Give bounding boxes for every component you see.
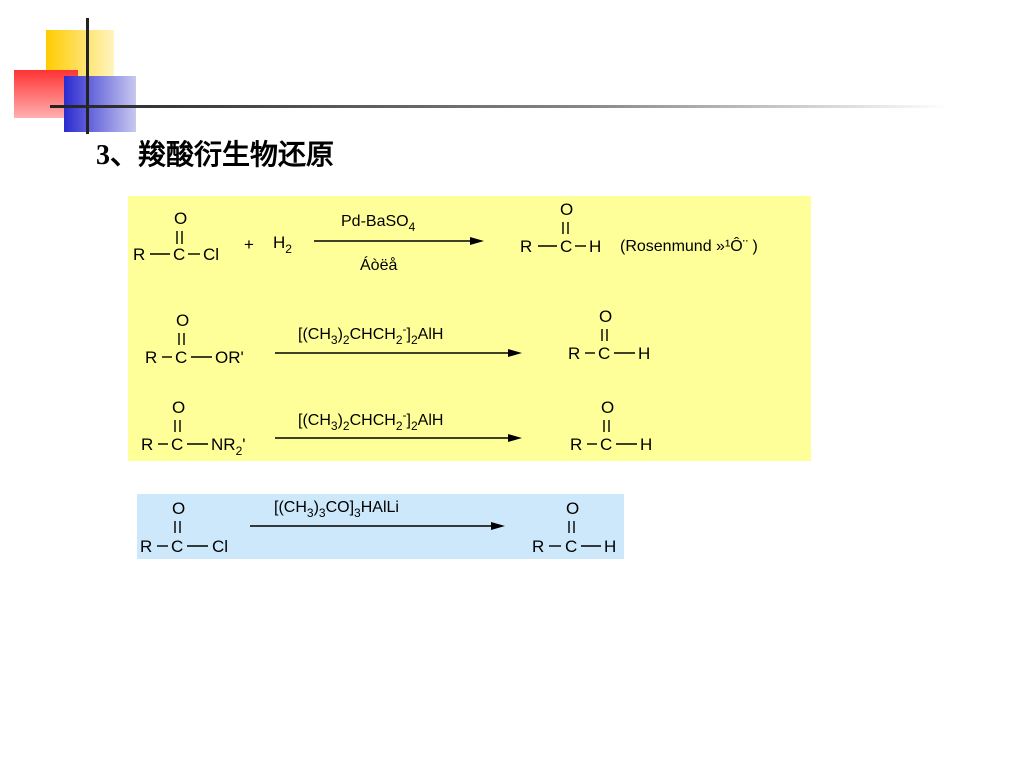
reaction-3-reactant: O R C NR2' [141,398,246,458]
hydrogen-reagent: H2 [273,233,292,256]
reaction-2-product: O R C H [568,307,650,363]
hydrogen-label: H [589,237,601,256]
reducing-agent-label: [(CH3)2CHCH2-]2AlH [298,408,443,433]
oxygen-label: O [174,209,187,228]
reaction-panel-blue-svg: O R C Cl [(CH3)3CO]3HAlLi O R [140,499,616,556]
reaction-4: O R C Cl [(CH3)3CO]3HAlLi O R [140,499,616,556]
carbon-label: C [598,344,610,363]
r-group-label: R [520,237,532,256]
reaction-3-product: O R C H [570,398,652,454]
deco-vertical-line [86,18,89,134]
reaction-3: O R C NR2' [(CH3)2CHCH2-]2AlH O R [141,398,652,458]
reducing-agent-label: [(CH3)3CO]3HAlLi [274,499,399,520]
arrow-head [491,522,505,530]
r-group-label: R [570,435,582,454]
oxygen-label: O [172,499,185,518]
substituent-label: NR2' [211,435,246,458]
oxygen-label: O [601,398,614,417]
reaction-4-reactant: O R C Cl [140,499,228,556]
plus-sign: + [244,235,254,254]
reaction-4-product: O R C H [532,499,616,556]
reaction-2: O R C OR' [(CH3)2CHCH2-]2AlH O R [145,307,650,367]
reaction-1-product: O R C H [520,200,601,256]
oxygen-label: O [599,307,612,326]
deco-horizontal-line [50,105,950,108]
hydrogen-label: H [604,537,616,556]
r-group-label: R [532,537,544,556]
r-group-label: R [141,435,153,454]
r-group-label: R [568,344,580,363]
r-group-label: R [140,537,152,556]
substituent-label: Cl [203,245,219,264]
carbon-label: C [171,435,183,454]
carbon-label: C [173,245,185,264]
carbon-label: C [600,435,612,454]
substituent-label: OR' [215,348,244,367]
oxygen-label: O [560,200,573,219]
arrow-head [470,237,484,245]
carbon-label: C [565,537,577,556]
oxygen-label: O [566,499,579,518]
reducing-agent-label: [(CH3)2CHCH2-]2AlH [298,322,443,347]
carbon-label: C [175,348,187,367]
reaction-panel-yellow: O R C Cl + H2 Pd-BaSO4 Áòëå O [128,196,811,461]
poison-label: Áòëå [360,255,397,274]
oxygen-label: O [172,398,185,417]
arrow-head [508,349,522,357]
reaction-2-reactant: O R C OR' [145,311,244,367]
reaction-1: O R C Cl + H2 Pd-BaSO4 Áòëå O [133,200,758,274]
reaction-1-reactant: O R C Cl [133,209,219,264]
hydrogen-label: H [640,435,652,454]
catalyst-label: Pd-BaSO4 [341,213,416,234]
reaction-panel-blue: O R C Cl [(CH3)3CO]3HAlLi O R [137,494,624,559]
arrow-head [508,434,522,442]
decorative-corner-graphic [14,18,950,134]
deco-blue-square [64,76,136,132]
substituent-label: Cl [212,537,228,556]
carbon-label: C [560,237,572,256]
hydrogen-label: H [638,344,650,363]
r-group-label: R [133,245,145,264]
oxygen-label: O [176,311,189,330]
reaction-panel-yellow-svg: O R C Cl + H2 Pd-BaSO4 Áòëå O [133,200,758,458]
rosenmund-note: (Rosenmund »¹Ô­¨ ) [620,236,758,255]
carbon-label: C [171,537,183,556]
slide-title: 3、羧酸衍生物还原 [96,140,335,171]
r-group-label: R [145,348,157,367]
decorative-corner [0,0,1024,140]
